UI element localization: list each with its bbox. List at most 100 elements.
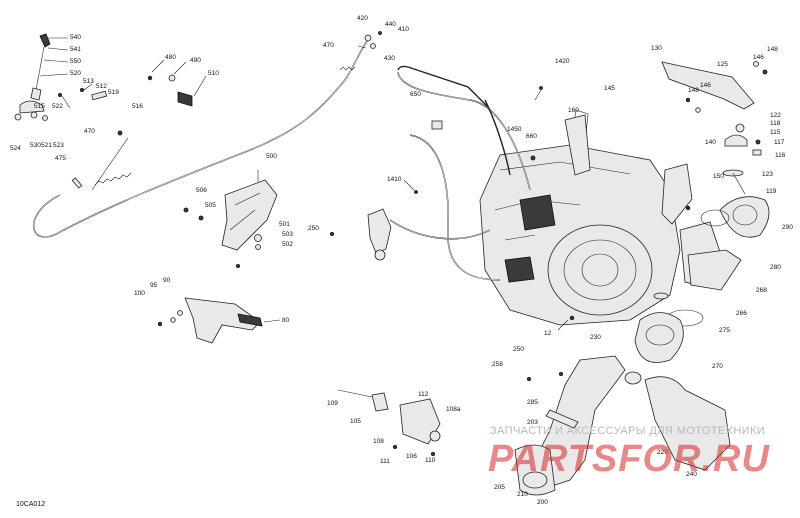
callout: 519 <box>108 89 119 96</box>
callout: 524 <box>10 145 21 152</box>
callout: 117 <box>774 139 785 146</box>
callout: 520 <box>70 70 81 77</box>
mount-plate-130 <box>661 61 755 110</box>
callout: 430 <box>384 55 395 62</box>
starter-105 <box>371 392 389 412</box>
callout: 530 <box>30 142 41 149</box>
switch-assembly <box>147 59 207 107</box>
shift-washer <box>14 113 22 121</box>
callout: 502 <box>282 241 293 248</box>
callout: 1410 <box>387 176 402 183</box>
callout: 150 <box>713 173 724 180</box>
engine-mount-right <box>661 61 768 225</box>
callout: 275 <box>719 327 730 334</box>
callout: 1450 <box>507 126 522 133</box>
callout: 258 <box>492 361 503 368</box>
callout: 118 <box>770 120 781 127</box>
shift-bushing <box>30 111 38 119</box>
callout: 410 <box>398 26 409 33</box>
rubber-mount-115 <box>724 134 748 147</box>
mount-bracket <box>183 170 278 268</box>
callout: 112 <box>418 391 429 398</box>
callout: 148 <box>767 46 778 53</box>
shift-spring <box>94 172 132 186</box>
callout: 210 <box>517 491 528 498</box>
callout: 12 <box>544 330 552 337</box>
callout: 200 <box>537 499 548 506</box>
callout: 108 <box>373 438 384 445</box>
callout-labels: 540 541 550 520 513 512 519 515 522 516 … <box>10 15 793 506</box>
callout: 513 <box>83 78 94 85</box>
engine-assembly <box>329 71 681 331</box>
callout: 510 <box>208 70 219 77</box>
callout: 541 <box>70 46 81 53</box>
callout: 250 <box>513 346 524 353</box>
callout: 420 <box>357 15 368 22</box>
callout: 105 <box>350 418 361 425</box>
callout: 220 <box>657 449 668 456</box>
shield-203 <box>545 409 579 429</box>
bracket-500 <box>221 179 278 251</box>
callout: 505 <box>205 202 216 209</box>
brake-pedal <box>184 297 261 344</box>
exhaust-system <box>514 355 731 496</box>
callout: 490 <box>190 57 201 64</box>
shift-lever-assembly <box>14 33 132 191</box>
callout: 503 <box>282 231 293 238</box>
callout: 100 <box>134 290 145 297</box>
callout: 501 <box>279 221 290 228</box>
shift-rod <box>397 65 489 108</box>
callout: 109 <box>327 400 338 407</box>
callout: 266 <box>736 310 747 317</box>
watermark-logo: PARTSFOR.RU <box>488 438 770 480</box>
callout: 650 <box>410 91 421 98</box>
callout: 80 <box>282 317 290 324</box>
callout: 119 <box>766 188 777 195</box>
shift-lever-base <box>30 87 42 101</box>
callout: 115 <box>770 129 781 136</box>
callout: 506 <box>196 187 207 194</box>
cvt-inlet-270 <box>634 312 684 363</box>
callout: 470 <box>323 42 334 49</box>
callout: 145 <box>604 85 615 92</box>
shift-knob <box>39 33 51 48</box>
callout: 516 <box>132 103 143 110</box>
callout: 205 <box>494 484 505 491</box>
callout: 110 <box>425 457 436 464</box>
callout: 521 <box>41 142 52 149</box>
brake-pedal-assembly <box>157 297 281 344</box>
shift-linkage-end <box>91 90 108 101</box>
callout: 90 <box>163 277 171 284</box>
shift-pin <box>71 177 83 189</box>
engine-bracket-145 <box>564 114 591 176</box>
callout: 270 <box>712 363 723 370</box>
callout: 290 <box>782 224 793 231</box>
starter-motor <box>337 389 441 456</box>
exhaust-gasket <box>624 371 642 385</box>
mount-bracket-140 <box>661 163 693 225</box>
figure-code: 10CA012 <box>16 501 46 508</box>
cvt-cover <box>547 224 653 316</box>
callout: 116 <box>775 152 786 159</box>
shift-cable <box>32 31 382 238</box>
callout: 440 <box>385 21 396 28</box>
callout: 285 <box>527 399 538 406</box>
clamp-266 <box>653 292 669 300</box>
intake-boot-290 <box>719 196 770 238</box>
shift-bracket <box>19 100 45 114</box>
callout: 140 <box>705 139 716 146</box>
gear-position-switch <box>177 91 193 107</box>
callout: 146 <box>700 82 711 89</box>
callout: 160 <box>568 107 579 114</box>
callout: 268 <box>756 287 767 294</box>
callout: 1420 <box>555 58 570 65</box>
callout: 122 <box>770 112 781 119</box>
callout: 550 <box>70 58 81 65</box>
callout: 108a <box>446 406 461 413</box>
callout: 522 <box>52 103 63 110</box>
callout: 540 <box>70 34 81 41</box>
callout: 475 <box>55 155 66 162</box>
callout: 240 <box>686 471 697 478</box>
watermark-caption: ЗАПЧАСТИ И АКСЕССУАРЫ ДЛЯ МОТОТЕХНИКИ <box>490 425 766 437</box>
